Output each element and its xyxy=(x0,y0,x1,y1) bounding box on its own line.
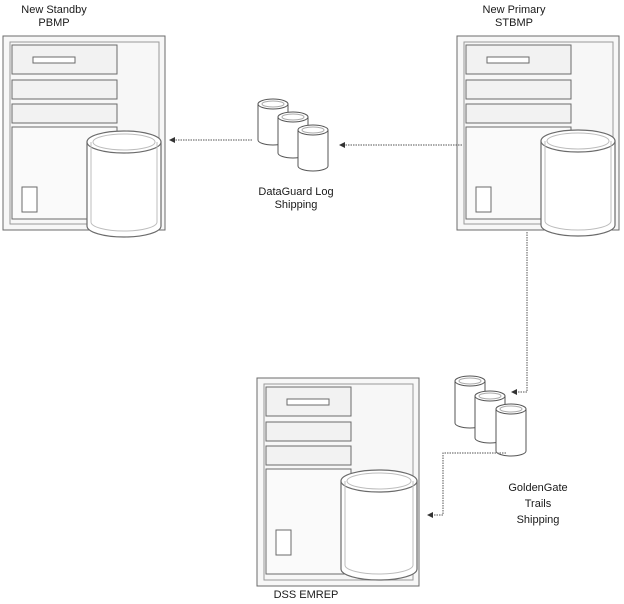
reporting-server-label: DSS EMREP xyxy=(256,589,356,602)
dataguard-shipping-connector xyxy=(169,137,462,148)
primary-server[interactable] xyxy=(456,35,620,231)
dataguard-log-files-icon xyxy=(257,98,329,172)
dataguard-flow-label: DataGuard Log Shipping xyxy=(236,186,356,212)
standby-server-label: New Standby PBMP xyxy=(4,4,104,30)
primary-label-line1: New Primary xyxy=(482,4,546,16)
goldengate-shipping-connector xyxy=(427,232,528,518)
standby-label-line1: New Standby xyxy=(21,4,87,16)
standby-database-icon xyxy=(86,130,162,238)
goldengate-trail-files-icon xyxy=(454,375,527,457)
dataguard-label-line1: DataGuard Log xyxy=(258,186,334,198)
reporting-database-icon xyxy=(340,469,418,581)
reporting-label-line1: DSS EMREP xyxy=(273,589,339,601)
goldengate-label-line3: Shipping xyxy=(516,514,560,526)
primary-database-icon xyxy=(540,129,616,237)
goldengate-flow-label: GoldenGate Trails Shipping xyxy=(488,480,588,528)
goldengate-label-line1: GoldenGate xyxy=(508,482,568,494)
standby-label-line2: PBMP xyxy=(38,17,70,29)
primary-label-line2: STBMP xyxy=(495,17,533,29)
primary-server-label: New Primary STBMP xyxy=(464,4,564,30)
dataguard-label-line2: Shipping xyxy=(274,199,318,211)
goldengate-label-line2: Trails xyxy=(524,498,552,510)
